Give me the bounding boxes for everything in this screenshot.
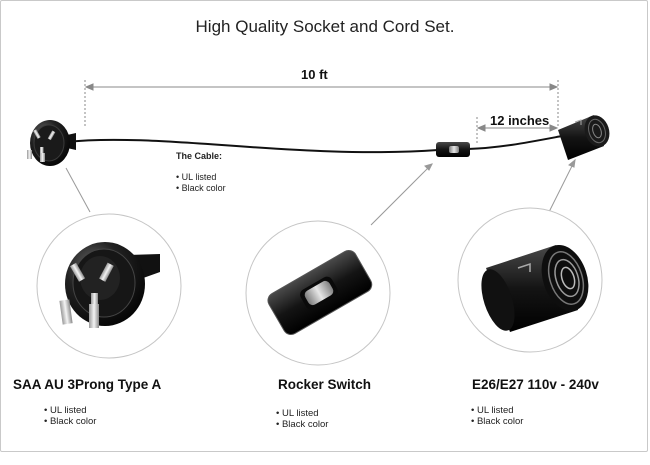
switch-feature: UL listed	[276, 408, 328, 419]
cable-features: UL listed Black color	[176, 172, 226, 194]
switch-caption: Rocker Switch	[278, 377, 372, 392]
cable-feature: Black color	[176, 183, 226, 194]
switch-small-icon	[436, 142, 470, 157]
socket-features: UL listed Black color	[471, 405, 523, 427]
leader-lines	[65, 158, 576, 226]
cable-heading: The Cable:	[176, 151, 223, 161]
diagram-title: High Quality Socket and Cord Set.	[195, 17, 455, 36]
plug-large-icon	[59, 242, 160, 328]
socket-small-icon	[558, 115, 610, 160]
plug-caption: SAA AU 3Prong Type A	[13, 377, 162, 392]
switch-large-icon	[267, 250, 373, 335]
plug-features: UL listed Black color	[44, 405, 96, 427]
socket-feature: Black color	[471, 416, 523, 427]
socket-feature: UL listed	[471, 405, 523, 416]
switch-features: UL listed Black color	[276, 408, 328, 430]
socket-lead-length-label: 12 inches	[490, 113, 550, 128]
cable-line	[65, 135, 563, 154]
plug-feature: Black color	[44, 416, 96, 427]
socket-large-icon	[481, 244, 589, 332]
image-frame	[0, 0, 648, 452]
cable-feature: UL listed	[176, 172, 226, 183]
plug-feature: UL listed	[44, 405, 96, 416]
dimension-10ft	[84, 80, 559, 128]
dimension-12-inches	[476, 117, 559, 145]
switch-feature: Black color	[276, 419, 328, 430]
socket-caption: E26/E27 110v - 240v	[472, 377, 599, 392]
overall-length-label: 10 ft	[301, 67, 328, 82]
plug-small-icon	[27, 120, 76, 166]
